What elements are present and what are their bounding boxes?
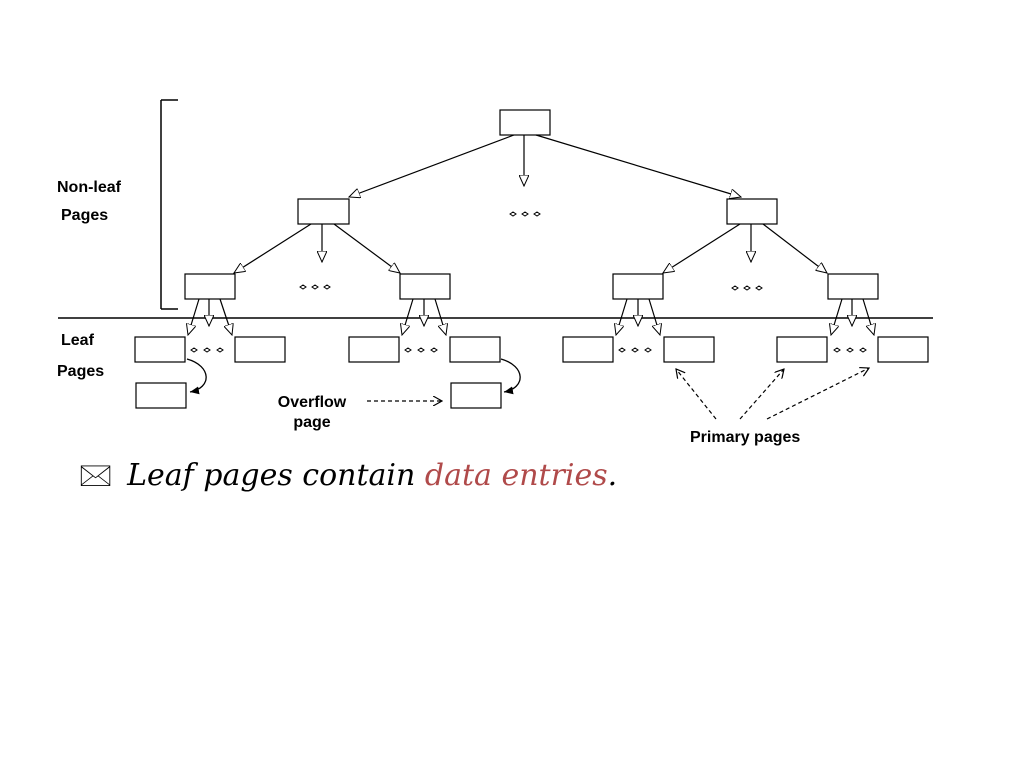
overflow-page-right (450, 382, 502, 409)
nonleaf-bracket (160, 99, 178, 310)
leaf-page (134, 336, 186, 363)
bullet-text-highlight: data entries (424, 458, 608, 493)
leaf-page (663, 336, 715, 363)
leaf-page (877, 336, 929, 363)
primary-label-arrows (676, 368, 869, 420)
level1-page-left (297, 198, 350, 225)
leaf-page (234, 336, 286, 363)
overflow-links (186, 358, 521, 395)
bullet-text-prefix: Leaf pages contain (127, 458, 425, 493)
tree-pointers (188, 134, 874, 335)
leaf-label-line1: Leaf (61, 332, 94, 349)
level2-page-4 (827, 273, 879, 300)
overflow-label-line1: Overflow (277, 394, 347, 411)
overflow-page-left (135, 382, 187, 409)
ellipsis-markers (190, 211, 867, 353)
leaf-page (449, 336, 501, 363)
bullet-point: 🖂 Leaf pages contain data entries. (78, 456, 617, 496)
leaf-page (776, 336, 828, 363)
leaf-page (348, 336, 400, 363)
overflow-pages (135, 382, 502, 409)
primary-pages-label: Primary pages (690, 429, 801, 446)
nonleaf-label-line1: Non-leaf (57, 179, 121, 196)
leaf-page (562, 336, 614, 363)
leaf-pages (134, 336, 929, 363)
overflow-label-line2: page (293, 414, 331, 431)
leaf-label-line2: Pages (57, 363, 105, 380)
root-page (499, 109, 551, 136)
bullet-text-suffix: . (607, 458, 618, 493)
level2-page-1 (184, 273, 236, 300)
envelope-icon: 🖂 (78, 458, 114, 493)
level2-page-2 (399, 273, 451, 300)
nonleaf-label-line2: Pages (61, 207, 109, 224)
level2-page-3 (612, 273, 664, 300)
level1-page-right (726, 198, 778, 225)
nonleaf-pages (184, 109, 879, 300)
